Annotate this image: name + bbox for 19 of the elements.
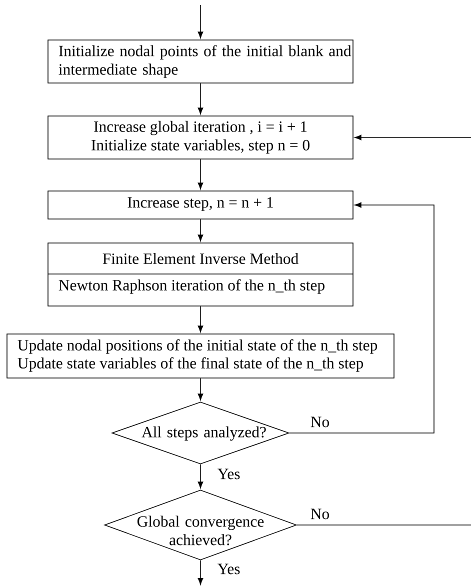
process-box: Update nodal positions of the initial state of the n_th step Update state variables of the final state of the n_th step [6, 334, 394, 378]
arrow [198, 219, 204, 242]
arrow [198, 159, 204, 190]
arrow [198, 464, 204, 488]
arrow [198, 4, 204, 38]
arrow [198, 306, 204, 332]
process-box: Initialize nodal points of the initial blank and intermediate shape [48, 40, 354, 84]
edge-label: Yes [216, 468, 242, 480]
arrow [198, 83, 204, 114]
arrow [198, 378, 204, 400]
edge-label: Yes [216, 562, 242, 576]
edge-label: No [309, 416, 331, 428]
process-box: Finite Element Inverse Method Newton Raphson iteration of the n_th step [48, 242, 354, 306]
process-box: Increase global iteration , i = i + 1 Initialize state variables, step n = 0 [48, 116, 354, 160]
arrow [198, 560, 204, 585]
process-box: Increase step, n = n + 1 [48, 190, 354, 220]
edge-label: No [309, 508, 331, 520]
arrow [289, 202, 434, 434]
arrow [354, 134, 471, 140]
